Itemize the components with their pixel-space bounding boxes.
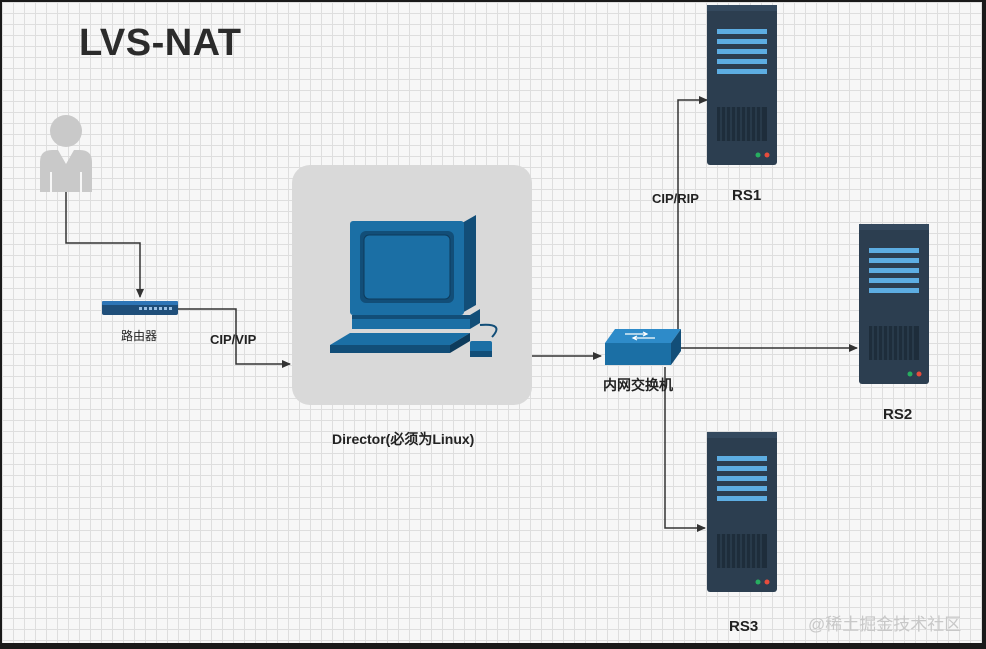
router-label: 路由器: [121, 329, 158, 343]
director-label: Director(必须为Linux): [332, 431, 475, 447]
edge-switch-rs1: [677, 96, 708, 330]
rs3-label: RS3: [729, 618, 759, 635]
server-rs1: [707, 5, 777, 170]
switch-label: 内网交换机: [603, 377, 673, 393]
rs2-label: RS2: [883, 406, 913, 423]
edge-label-cip-rip: CIP/RIP: [652, 191, 699, 206]
edge-user-router: [65, 190, 144, 298]
server-rs2: [859, 224, 929, 389]
server-icon: [859, 224, 929, 384]
director-node: [292, 165, 532, 405]
diagram-title: LVS-NAT: [79, 22, 242, 64]
computer-icon: [330, 215, 498, 357]
rs1-label: RS1: [732, 187, 762, 204]
server-rs3: [707, 432, 777, 597]
edge-switch-rs3: [664, 367, 706, 532]
switch-icon: [603, 329, 683, 374]
server-icon: [707, 432, 777, 592]
edge-router-director: [178, 308, 291, 368]
router-icon: [101, 298, 179, 323]
server-icon: [707, 5, 777, 165]
edge-label-cip-vip: CIP/VIP: [210, 332, 257, 347]
watermark: @稀土掘金技术社区: [808, 615, 962, 634]
user-icon: [36, 114, 96, 197]
